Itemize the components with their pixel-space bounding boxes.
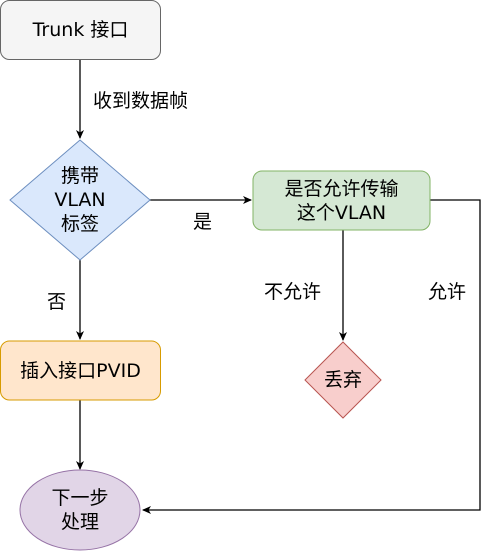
edge-label-allowed: 允许 xyxy=(426,280,469,304)
edge-label-yes: 是 xyxy=(191,210,215,234)
edge-label-not-allowed: 不允许 xyxy=(262,280,324,304)
node-next-step xyxy=(19,469,141,551)
node-has-vlan-tag xyxy=(9,139,151,261)
node-discard xyxy=(304,341,382,419)
edge-check-to-next xyxy=(142,199,481,514)
node-trunk-port xyxy=(0,0,161,60)
edge-label-receive-frame: 收到数据帧 xyxy=(91,89,191,113)
node-vlan-allowed xyxy=(252,170,431,231)
node-insert-pvid xyxy=(0,340,161,401)
edge-label-no: 否 xyxy=(45,290,69,314)
